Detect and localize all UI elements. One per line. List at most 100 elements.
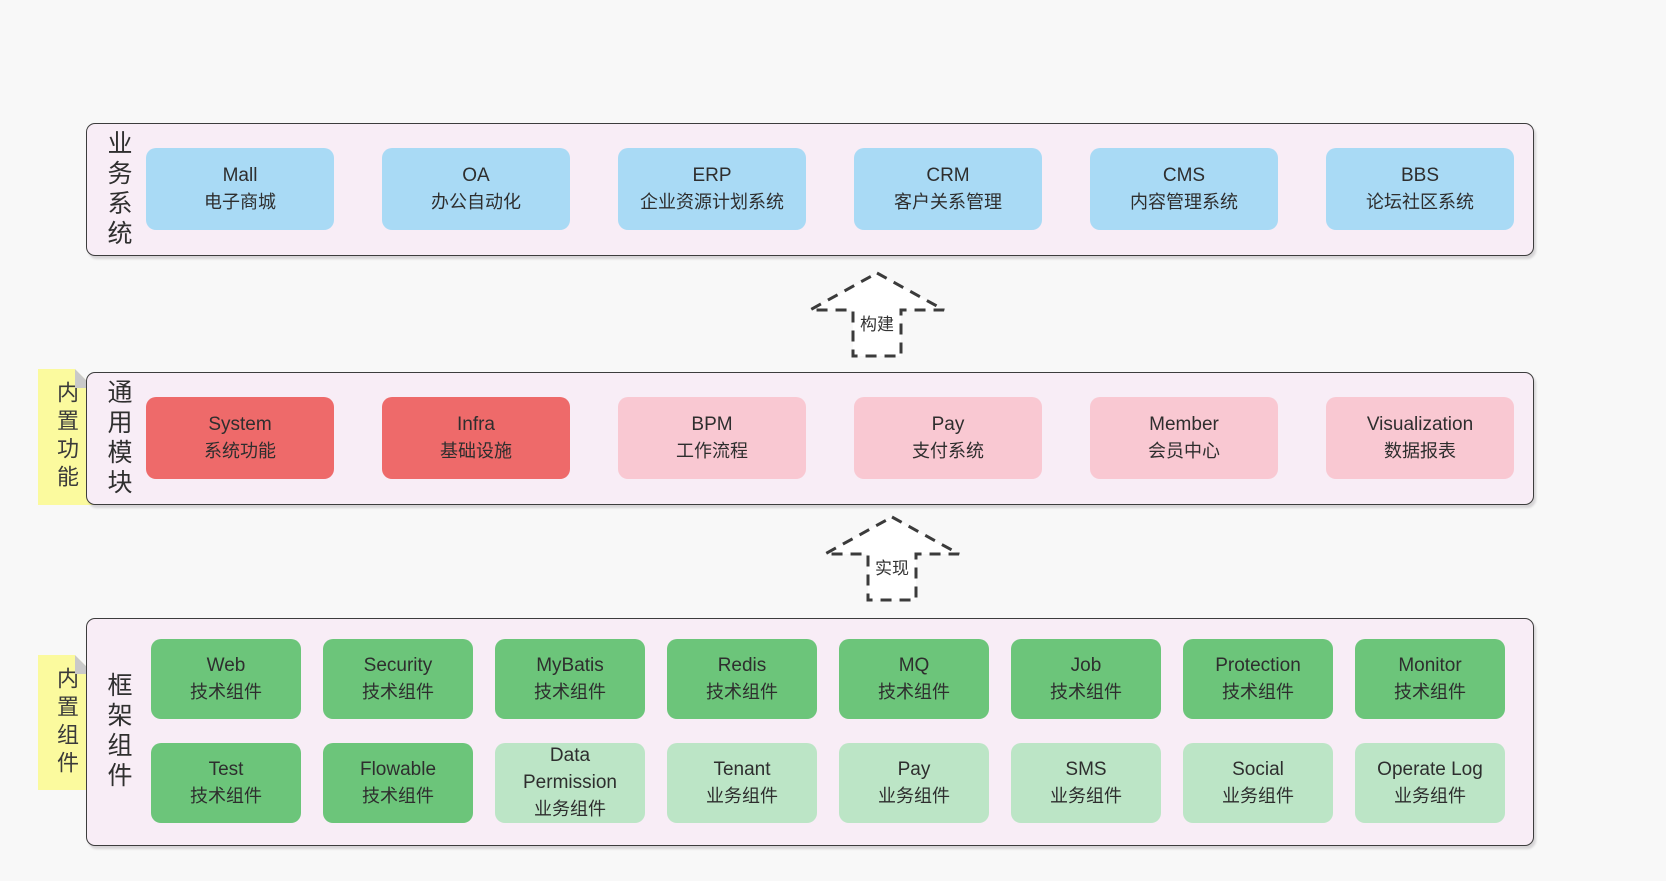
box-title: Pay [931, 413, 965, 435]
box-subtitle: 技术组件 [190, 681, 262, 702]
box-title: MQ [898, 654, 930, 676]
box-subtitle: 基础设施 [440, 440, 512, 461]
box-subtitle: 内容管理系统 [1130, 191, 1238, 212]
box-title: Infra [456, 413, 496, 435]
box-subtitle: 技术组件 [190, 785, 262, 806]
framework-components-row-1: Web 技术组件 Security 技术组件 MyBatis 技术组件 Redi… [151, 639, 1505, 719]
box-title: OA [462, 164, 490, 186]
business-systems-row: Mall 电子商城 OA 办公自动化 ERP 企业资源计划系统 CRM 客户关系… [146, 148, 1514, 230]
box-system: System 系统功能 [146, 397, 334, 479]
box-subtitle: 技术组件 [706, 681, 778, 702]
box-title: Visualization [1366, 413, 1474, 435]
box-title: Web [206, 654, 246, 676]
box-security: Security 技术组件 [323, 639, 473, 719]
box-crm: CRM 客户关系管理 [854, 148, 1042, 230]
sticky-label: 内置组件 [54, 666, 79, 779]
layer-common-modules: 通用模块 System 系统功能 Infra 基础设施 BPM 工作流程 Pay… [86, 372, 1534, 505]
box-title: CMS [1162, 164, 1206, 186]
box-bpm: BPM 工作流程 [618, 397, 806, 479]
box-mq: MQ 技术组件 [839, 639, 989, 719]
box-subtitle: 电子商城 [204, 191, 276, 212]
common-modules-row: System 系统功能 Infra 基础设施 BPM 工作流程 Pay 支付系统… [146, 397, 1514, 479]
box-title: Operate Log [1377, 758, 1483, 780]
box-subtitle: 系统功能 [204, 440, 276, 461]
build-arrow: 构建 [806, 270, 948, 360]
layer-framework-components: 框架组件 Web 技术组件 Security 技术组件 MyBatis 技术组件… [86, 618, 1534, 846]
build-arrow-label: 构建 [858, 310, 896, 335]
box-subtitle: 数据报表 [1384, 440, 1456, 461]
sticky-built-in-features: 内置功能 [38, 369, 94, 505]
box-cms: CMS 内容管理系统 [1090, 148, 1278, 230]
box-subtitle: 业务组件 [706, 785, 778, 806]
box-subtitle: 技术组件 [1222, 681, 1294, 702]
box-sms: SMS 业务组件 [1011, 743, 1161, 823]
box-title: SMS [1065, 758, 1107, 780]
box-oa: OA 办公自动化 [382, 148, 570, 230]
layer-label-framework-components: 框架组件 [104, 672, 132, 792]
box-mall: Mall 电子商城 [146, 148, 334, 230]
layer-label-business-systems: 业务系统 [104, 129, 132, 250]
box-title: BBS [1400, 164, 1440, 186]
sticky-label: 内置功能 [54, 381, 79, 493]
box-title: CRM [926, 164, 970, 186]
box-subtitle: 业务组件 [1222, 785, 1294, 806]
box-title: Pay [897, 758, 931, 780]
box-subtitle: 办公自动化 [431, 191, 521, 212]
box-job: Job 技术组件 [1011, 639, 1161, 719]
box-redis: Redis 技术组件 [667, 639, 817, 719]
box-subtitle: 技术组件 [1394, 681, 1466, 702]
box-operate-log: Operate Log 业务组件 [1355, 743, 1505, 823]
box-infra: Infra 基础设施 [382, 397, 570, 479]
box-flowable: Flowable 技术组件 [323, 743, 473, 823]
sticky-built-in-components: 内置组件 [38, 655, 94, 790]
box-title: Test [208, 758, 244, 780]
box-subtitle: 技术组件 [534, 681, 606, 702]
box-data-permission: Data Permission 业务组件 [495, 743, 645, 823]
box-test: Test 技术组件 [151, 743, 301, 823]
implement-arrow: 实现 [821, 514, 963, 604]
box-title: Data Permission [523, 745, 617, 794]
box-subtitle: 支付系统 [912, 440, 984, 461]
box-subtitle: 工作流程 [676, 440, 748, 461]
box-title: Job [1070, 654, 1102, 676]
box-pay: Pay 支付系统 [854, 397, 1042, 479]
box-subtitle: 技术组件 [362, 681, 434, 702]
implement-arrow-label: 实现 [873, 554, 911, 579]
layer-business-systems: 业务系统 Mall 电子商城 OA 办公自动化 ERP 企业资源计划系统 CRM… [86, 123, 1534, 256]
box-bbs: BBS 论坛社区系统 [1326, 148, 1514, 230]
box-subtitle: 技术组件 [878, 681, 950, 702]
box-subtitle: 业务组件 [878, 785, 950, 806]
box-subtitle: 业务组件 [1050, 785, 1122, 806]
box-title: MyBatis [536, 654, 604, 676]
box-member: Member 会员中心 [1090, 397, 1278, 479]
box-erp: ERP 企业资源计划系统 [618, 148, 806, 230]
box-title: Protection [1215, 654, 1301, 676]
box-title: Security [363, 654, 433, 676]
box-title: Mall [222, 164, 258, 186]
box-title: Redis [717, 654, 767, 676]
box-subtitle: 业务组件 [534, 799, 606, 820]
box-monitor: Monitor 技术组件 [1355, 639, 1505, 719]
box-title: Tenant [713, 758, 771, 780]
box-title: System [208, 413, 272, 435]
box-tenant: Tenant 业务组件 [667, 743, 817, 823]
box-subtitle: 会员中心 [1148, 440, 1220, 461]
box-protection: Protection 技术组件 [1183, 639, 1333, 719]
box-subtitle: 技术组件 [1050, 681, 1122, 702]
box-web: Web 技术组件 [151, 639, 301, 719]
box-subtitle: 论坛社区系统 [1366, 191, 1474, 212]
box-subtitle: 企业资源计划系统 [640, 191, 784, 212]
box-pay-biz: Pay 业务组件 [839, 743, 989, 823]
box-title: Member [1149, 413, 1219, 435]
box-subtitle: 客户关系管理 [894, 191, 1002, 212]
box-mybatis: MyBatis 技术组件 [495, 639, 645, 719]
box-title: Monitor [1398, 654, 1462, 676]
box-subtitle: 技术组件 [362, 785, 434, 806]
layer-label-common-modules: 通用模块 [104, 378, 132, 499]
box-visualization: Visualization 数据报表 [1326, 397, 1514, 479]
box-title: Flowable [359, 758, 437, 780]
box-title: ERP [692, 164, 732, 186]
box-subtitle: 业务组件 [1394, 785, 1466, 806]
box-title: Social [1232, 758, 1284, 780]
